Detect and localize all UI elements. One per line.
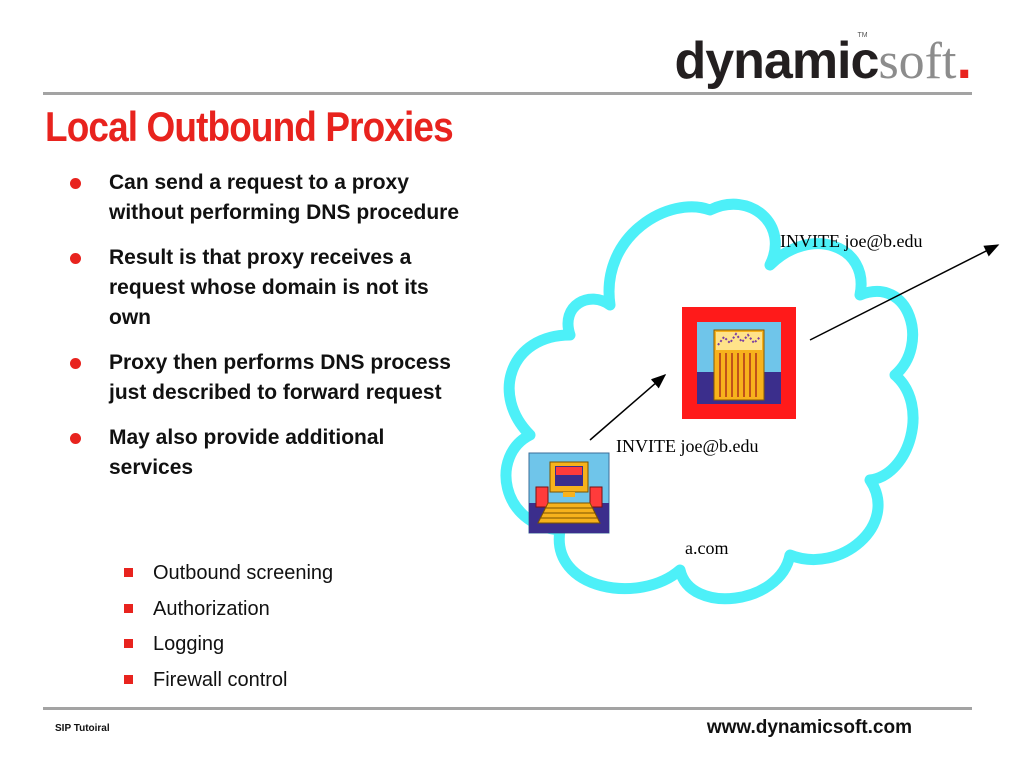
bullet-item: May also provide additional services xyxy=(66,423,466,483)
cloud-shape xyxy=(500,198,919,605)
dynamicsoft-logo: dynamicsoft. TM xyxy=(674,26,972,91)
bullet-dot-icon xyxy=(70,178,81,189)
header-divider xyxy=(43,92,972,95)
square-bullet-icon xyxy=(124,639,133,648)
client-computer-icon xyxy=(528,452,610,534)
square-bullet-icon xyxy=(124,568,133,577)
invite-label-inbound: INVITE joe@b.edu xyxy=(616,436,759,456)
sub-bullet-item: Outbound screening xyxy=(124,559,464,595)
bullet-text: Can send a request to a proxy without pe… xyxy=(109,171,460,224)
logo-trademark: TM xyxy=(857,32,868,39)
logo-dot: . xyxy=(956,27,972,90)
bullet-text: Proxy then performs DNS process just des… xyxy=(109,351,451,404)
sub-bullet-item: Logging xyxy=(124,630,464,666)
sub-bullet-text: Outbound screening xyxy=(153,562,334,584)
bullet-text: Result is that proxy receives a request … xyxy=(109,246,429,329)
sub-bullet-item: Authorization xyxy=(124,595,464,631)
square-bullet-icon xyxy=(124,674,133,684)
domain-label: a.com xyxy=(685,538,729,558)
arrow-proxy-to-remote xyxy=(809,244,1000,341)
slide-title: Local Outbound Proxies xyxy=(45,103,454,150)
footer-divider xyxy=(43,707,972,710)
logo-part-dynamic: dynamic xyxy=(674,32,879,90)
sub-bullet-text: Firewall control xyxy=(153,668,288,691)
sub-bullet-text: Authorization xyxy=(153,597,270,620)
sub-bullet-list: Outbound screening Authorization Logging… xyxy=(124,559,464,701)
bullet-item: Can send a request to a proxy without pe… xyxy=(66,168,466,228)
sub-bullet-text: Logging xyxy=(153,633,225,655)
bullet-item: Result is that proxy receives a request … xyxy=(66,243,466,333)
proxy-server-icon xyxy=(682,307,796,419)
proxy-diagram: INVITE joe@b.edu INVITE joe@b.edu a.com xyxy=(490,185,1010,615)
bullet-dot-icon xyxy=(70,433,81,444)
sub-bullet-item: Firewall control xyxy=(124,666,464,702)
bullet-dot-icon xyxy=(70,358,81,369)
bullet-text: May also provide additional services xyxy=(109,426,385,479)
logo-part-soft: soft xyxy=(878,33,957,90)
bullet-dot-icon xyxy=(70,253,81,264)
square-bullet-icon xyxy=(124,603,133,613)
cloud-diagram-svg xyxy=(500,198,1000,605)
footer-website[interactable]: www.dynamicsoft.com xyxy=(706,717,912,738)
arrow-client-to-proxy xyxy=(589,374,667,441)
invite-label-outbound: INVITE joe@b.edu xyxy=(780,231,923,251)
footer-course-label: SIP Tutoiral xyxy=(55,723,110,734)
bullet-item: Proxy then performs DNS process just des… xyxy=(66,348,466,408)
bullet-list: Can send a request to a proxy without pe… xyxy=(66,168,466,498)
